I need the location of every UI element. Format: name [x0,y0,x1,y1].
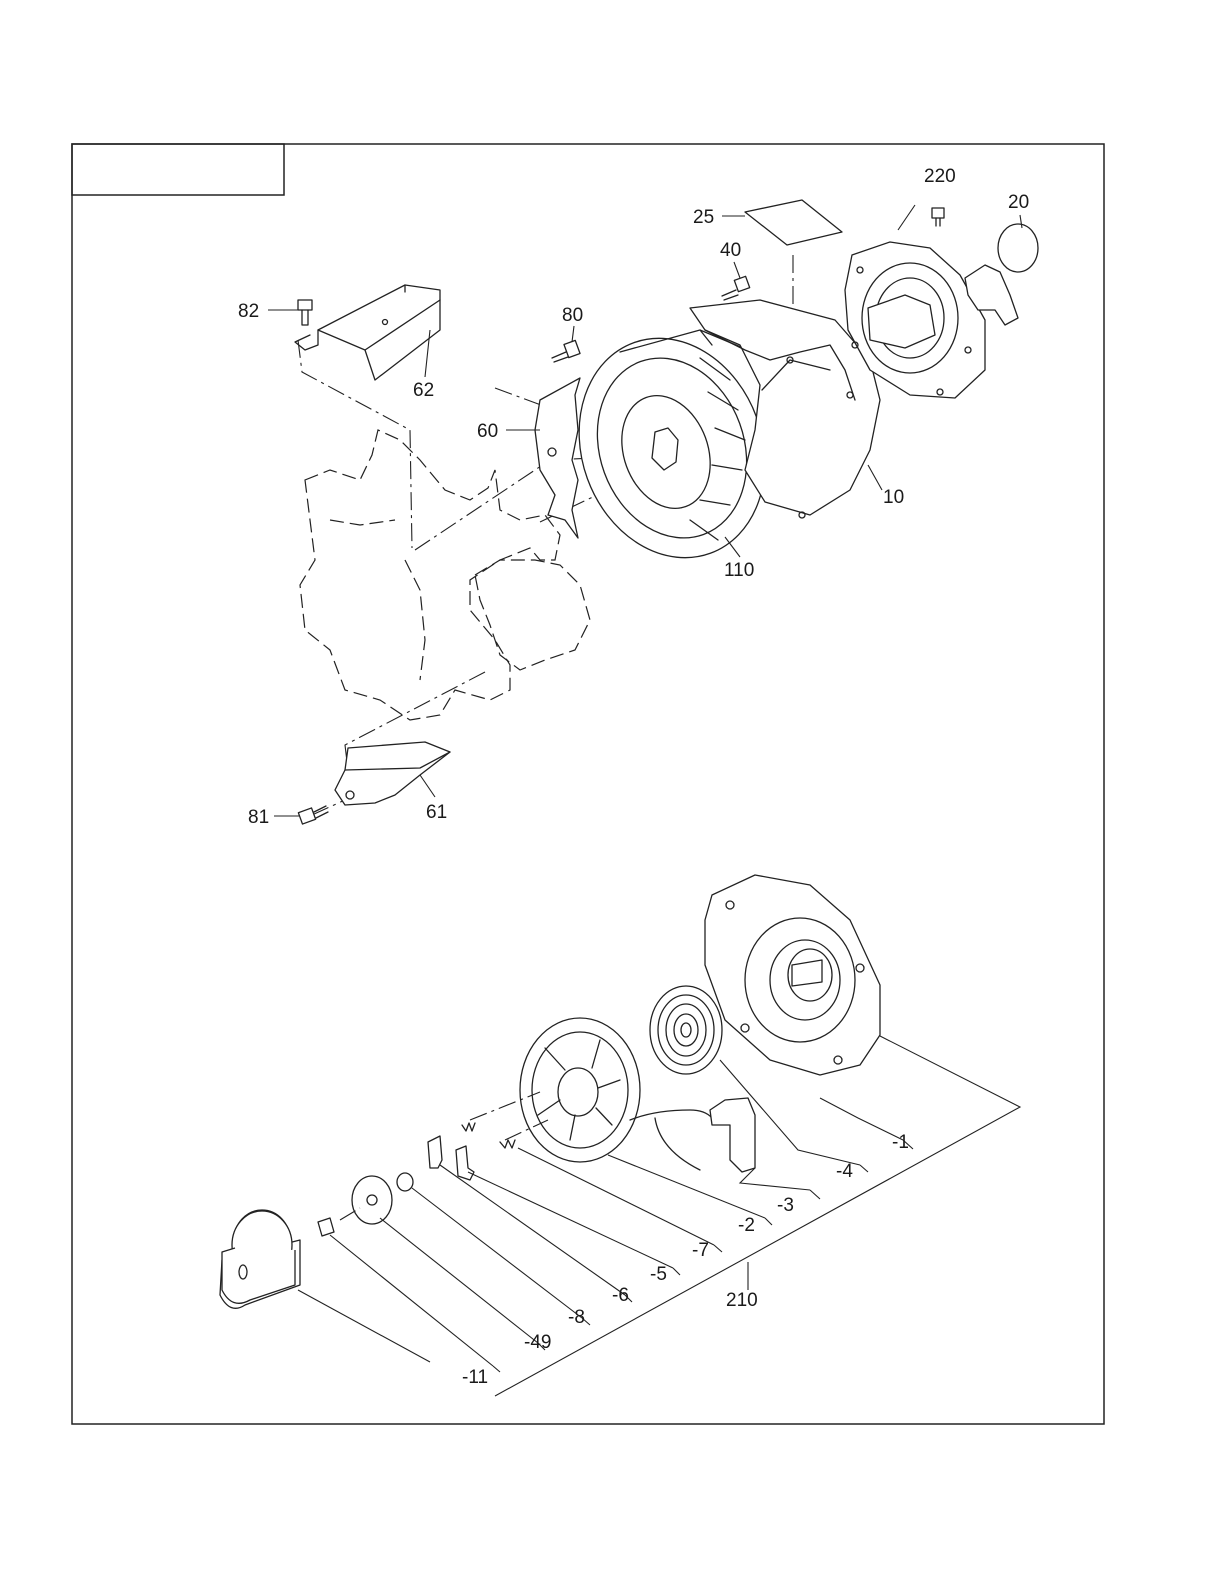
callout-7: -7 [692,1240,709,1261]
screw-8 [317,1217,335,1237]
bolt-81 [297,805,329,825]
pulley-11 [219,1209,301,1309]
reel-housing-1 [704,874,881,1076]
callout-220: 220 [924,166,956,187]
callout-82: 82 [238,301,259,322]
callout-61: 61 [426,802,447,823]
ratchet-6a [427,1135,443,1169]
spiral-spring-4 [649,985,723,1075]
callout-81: 81 [248,807,269,828]
lower-alignment-lines [339,1091,549,1221]
assembly-210-leaders [297,1035,1022,1397]
reel-2 [519,1017,713,1171]
callout-4: -4 [836,1161,853,1182]
callout-5: -5 [650,1264,667,1285]
callout-8: -8 [568,1307,585,1328]
callout-11: -11 [462,1367,488,1388]
spring-7 [499,1139,516,1149]
ratchet-6b [455,1145,475,1181]
callout-49: -49 [524,1332,551,1353]
callout-25: 25 [693,207,714,228]
cover-62 [294,284,441,381]
bracket-61 [334,741,451,806]
callout-40: 40 [720,240,741,261]
callout-1: -1 [892,1132,909,1153]
shroud-10 [689,299,881,519]
leader-lines [268,204,1023,817]
callout-210: 210 [726,1290,758,1311]
label-plate-25 [744,199,843,246]
circlip-8 [396,1172,414,1192]
engine-outline [299,429,591,721]
spring-5 [461,1122,476,1132]
bolt-80 [551,339,581,363]
callout-60: 60 [477,421,498,442]
callout-10: 10 [883,487,904,508]
callout-6: -6 [612,1285,629,1306]
callout-20: 20 [1008,192,1029,213]
bolt-220 [931,207,945,227]
bracket-60 [534,377,581,539]
callout-110: 110 [724,560,754,581]
bolt-82 [297,299,313,326]
callout-80: 80 [562,305,583,326]
callout-2: -2 [738,1215,755,1236]
title-box [71,143,285,196]
callout-3: -3 [777,1195,794,1216]
bolt-40 [721,275,751,301]
diagram-frame [71,143,1105,1425]
recoil-starter-assembled [844,241,1019,399]
callout-62: 62 [413,380,434,401]
handle-3 [709,1097,756,1173]
emblem-20 [997,223,1039,273]
guide-plate-49 [351,1175,393,1225]
